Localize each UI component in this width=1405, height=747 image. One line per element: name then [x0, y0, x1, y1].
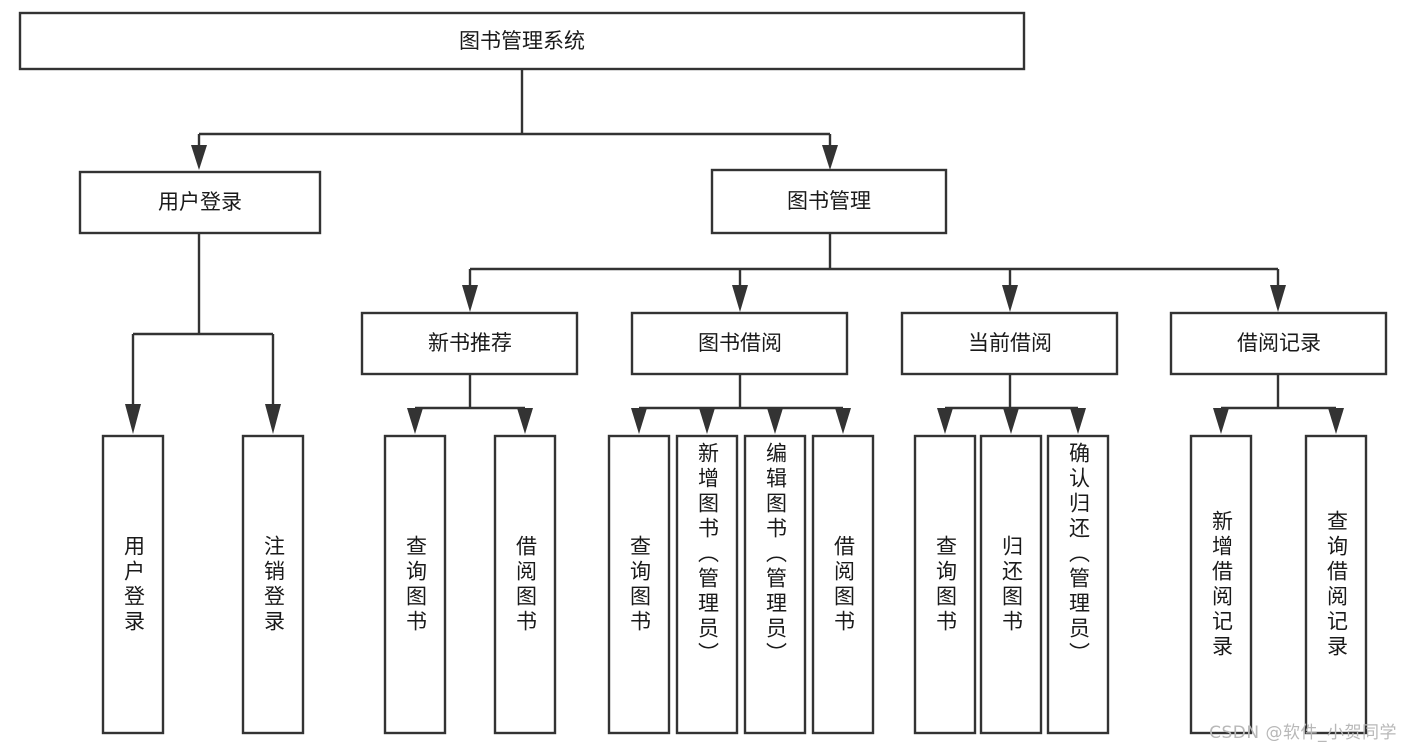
- node-book-borrow-label: 图书借阅: [698, 331, 782, 355]
- arrow-borrow-leaf1-icon: [699, 408, 715, 434]
- leaf-book-borrow-3-box[interactable]: [811, 434, 875, 735]
- leaf-new-book-0-box[interactable]: [383, 434, 447, 735]
- arrow-userlogin-leaf1-icon: [265, 404, 281, 434]
- arrow-userlogin-leaf0-icon: [125, 404, 141, 434]
- node-user-login-label: 用户登录: [158, 190, 242, 214]
- connectors: [125, 69, 1344, 434]
- arrow-bookmgmt-to-newbook-icon: [462, 285, 478, 312]
- arrow-borrow-leaf3-icon: [835, 408, 851, 434]
- leaf-current-borrow-0-box[interactable]: [913, 434, 977, 735]
- node-current-borrow-label: 当前借阅: [968, 331, 1052, 355]
- node-book-management-box[interactable]: [710, 168, 948, 235]
- node-root-box[interactable]: [18, 11, 1026, 71]
- node-new-book-recommend-label: 新书推荐: [428, 331, 512, 355]
- arrow-root-to-userlogin-icon: [191, 145, 207, 170]
- arrow-bookmgmt-to-record-icon: [1270, 285, 1286, 312]
- leaf-new-book-1-box[interactable]: [493, 434, 557, 735]
- node-book-borrow-box[interactable]: [630, 311, 849, 376]
- leaf-current-borrow-1-box[interactable]: [979, 434, 1043, 735]
- node-user-login-box[interactable]: [78, 170, 322, 235]
- watermark: CSDN @软件_小贺同学: [1209, 723, 1397, 743]
- arrow-bookmgmt-to-borrow-icon: [732, 285, 748, 312]
- node-book-management-label: 图书管理: [787, 189, 871, 213]
- node-current-borrow-box[interactable]: [900, 311, 1119, 376]
- leaf-book-borrow-1-box[interactable]: [675, 434, 739, 735]
- arrow-bookmgmt-to-current-icon: [1002, 285, 1018, 312]
- arrow-current-leaf0-icon: [937, 408, 953, 434]
- leaf-user-login-0-box[interactable]: [101, 434, 165, 735]
- node-new-book-recommend-box[interactable]: [360, 311, 579, 376]
- leaf-book-borrow-0-box[interactable]: [607, 434, 671, 735]
- node-borrow-record-box[interactable]: [1169, 311, 1388, 376]
- leaf-book-borrow-2-box[interactable]: [743, 434, 807, 735]
- arrow-newbook-leaf1-icon: [517, 408, 533, 434]
- leaf-borrow-record-0-box[interactable]: [1189, 434, 1253, 735]
- arrow-record-leaf0-icon: [1213, 408, 1229, 434]
- arrow-record-leaf1-icon: [1328, 408, 1344, 434]
- leaf-user-login-1-box[interactable]: [241, 434, 305, 735]
- arrow-borrow-leaf2-icon: [767, 408, 783, 434]
- leaf-borrow-record-1-box[interactable]: [1304, 434, 1368, 735]
- leaf-current-borrow-2-box[interactable]: [1046, 434, 1110, 735]
- node-boxes: 图书管理系统 用户登录 图书管理 新书推荐 图书借阅 当前借阅 借阅记录: [18, 11, 1388, 735]
- node-borrow-record-label: 借阅记录: [1237, 331, 1321, 355]
- arrow-newbook-leaf0-icon: [407, 408, 423, 434]
- arrow-current-leaf1-icon: [1003, 408, 1019, 434]
- node-root-label: 图书管理系统: [459, 29, 585, 53]
- arrow-current-leaf2-icon: [1070, 408, 1086, 434]
- arrow-root-to-bookmgmt-icon: [822, 145, 838, 170]
- arrow-borrow-leaf0-icon: [631, 408, 647, 434]
